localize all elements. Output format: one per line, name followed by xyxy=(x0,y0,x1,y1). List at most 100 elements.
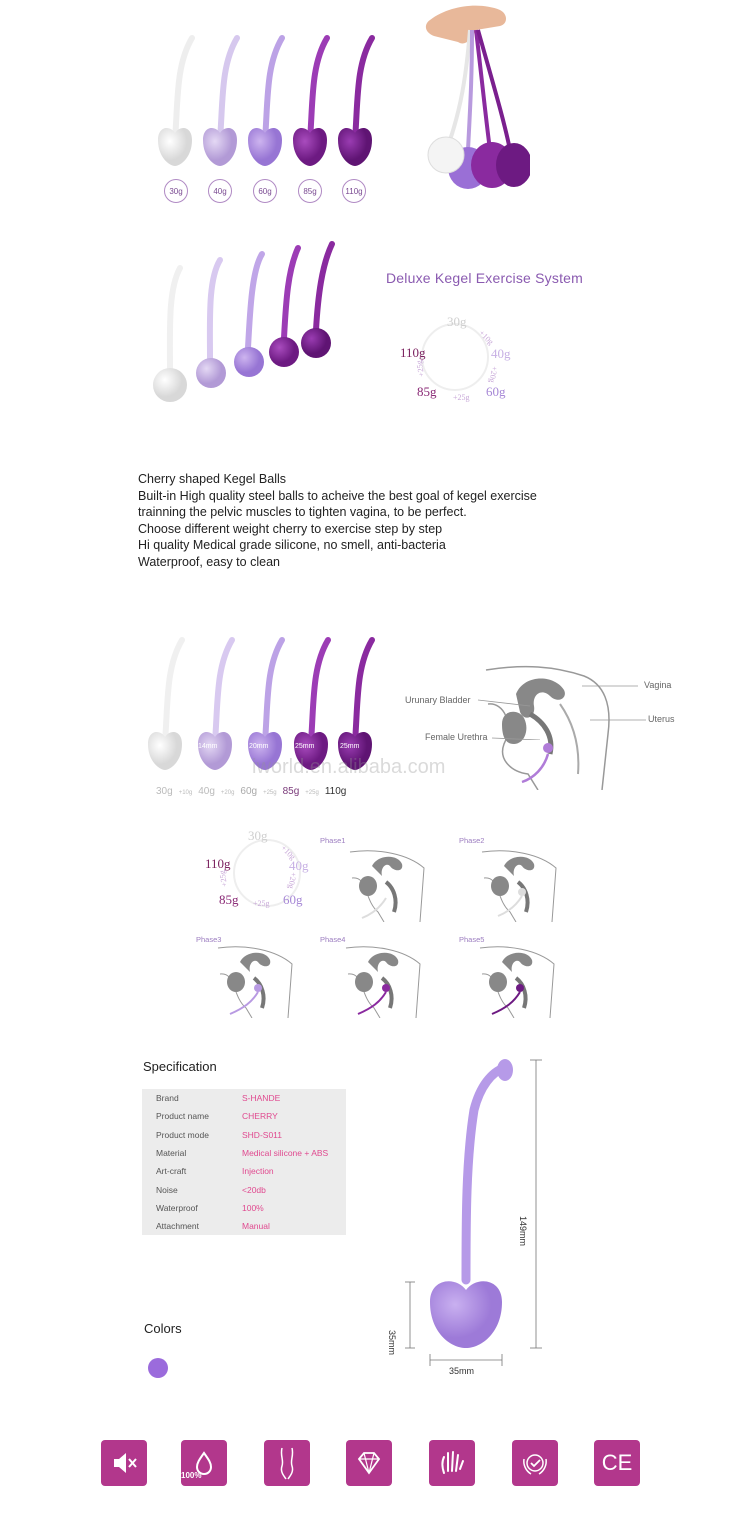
spec-value: Medical silicone + ABS xyxy=(242,1148,329,1159)
weight-row-item: 30g xyxy=(156,786,173,797)
spec-key: Noise xyxy=(156,1184,178,1195)
spec-value: 100% xyxy=(242,1202,264,1213)
weight-row: 30g +10g 40g +20g 60g +25g 85g +25g 110g xyxy=(156,786,346,797)
phase-label-3: Phase3 xyxy=(196,935,222,944)
cherry-110g xyxy=(338,35,375,166)
quality-badge xyxy=(512,1440,558,1486)
spec-value: Manual xyxy=(242,1221,270,1232)
weight-row-item: 60g xyxy=(240,786,258,797)
cherry-set-top xyxy=(158,35,375,166)
cycle-85g: 85g xyxy=(219,892,239,907)
phase-diagram-1 xyxy=(349,850,425,922)
color-swatch[interactable] xyxy=(148,1358,168,1378)
size-label: 25mm xyxy=(295,743,315,750)
cycle-step: +25g xyxy=(453,393,470,402)
deluxe-title: Deluxe Kegel Exercise System xyxy=(386,270,584,286)
weight-row-step: +25g xyxy=(305,790,319,796)
anatomy-leader-lines xyxy=(477,685,646,740)
weight-row-item: 40g xyxy=(198,786,215,797)
phase-diagram-2 xyxy=(481,850,557,922)
size-label: 25mm xyxy=(340,743,360,750)
spec-value: CHERRY xyxy=(242,1111,278,1122)
phase-label-2: Phase2 xyxy=(459,836,485,845)
description-line: Hi quality Medical grade silicone, no sm… xyxy=(138,538,446,552)
description-line: Built-in High quality steel balls to ach… xyxy=(138,488,537,503)
dimension-ball-width-label: 35mm xyxy=(449,1366,475,1376)
cherry-30g xyxy=(158,35,195,166)
weight-label-40g: 40g xyxy=(208,179,232,203)
cycle-ring xyxy=(421,323,489,391)
product-dimension-drawing xyxy=(405,1059,542,1366)
label-urinary-bladder: Urunary Bladder xyxy=(405,695,471,705)
weight-label-85g: 85g xyxy=(298,179,322,203)
spec-value: Injection xyxy=(242,1166,274,1177)
cherry-40g xyxy=(203,35,240,166)
cherry-set-angled xyxy=(153,241,335,402)
cycle-step: +25g xyxy=(253,899,270,908)
size-label: 14mm xyxy=(198,743,218,750)
cycle-85g: 85g xyxy=(417,384,437,399)
weight-row-step: +10g xyxy=(178,790,193,796)
hand-holding-cherries-photo xyxy=(425,5,530,189)
specification-title: Specification xyxy=(143,1059,217,1074)
description-line: trainning the pelvic muscles to tighten … xyxy=(138,505,467,519)
description-line: Waterproof, easy to clean xyxy=(138,554,280,569)
spec-row: Product name CHERRY xyxy=(142,1107,346,1125)
cycle-40g: 40g xyxy=(289,858,309,873)
premium-badge xyxy=(346,1440,392,1486)
cycle-step: +20g xyxy=(487,365,500,384)
anatomy-diagram xyxy=(485,665,610,790)
label-uterus: Uterus xyxy=(648,714,675,724)
label-female-urethra: Female Urethra xyxy=(425,732,488,742)
cycle-ring xyxy=(233,839,301,907)
mute-speaker-icon xyxy=(114,1453,137,1473)
hand-icon xyxy=(441,1451,464,1474)
ce-badge: CE xyxy=(594,1440,640,1486)
waterproof-percent: 100% xyxy=(181,1471,202,1480)
cycle-30g: 30g xyxy=(447,314,467,329)
description: Cherry shaped Kegel Balls Built-in High … xyxy=(138,471,608,570)
diamond-icon xyxy=(357,1452,381,1475)
spec-key: Art-craft xyxy=(156,1166,187,1177)
label-vagina: Vagina xyxy=(644,680,672,690)
spec-key: Product name xyxy=(156,1111,209,1122)
cycle-30g: 30g xyxy=(248,828,268,843)
spec-key: Attachment xyxy=(156,1221,199,1232)
weight-row-item: 110g xyxy=(324,786,347,797)
spec-key: Product mode xyxy=(156,1129,209,1140)
weight-label-110g: 110g xyxy=(342,179,366,203)
dimension-ball-height-label: 35mm xyxy=(387,1330,397,1356)
weight-row-step: +25g xyxy=(263,790,277,796)
phase-diagram-5 xyxy=(479,946,555,1018)
body-shape-badge xyxy=(264,1440,310,1486)
description-line: Choose different weight cherry to exerci… xyxy=(138,521,443,536)
phase-label-1: Phase1 xyxy=(320,836,346,845)
weight-row-item: 85g xyxy=(282,786,300,797)
water-drop-icon xyxy=(195,1451,213,1476)
cycle-40g: 40g xyxy=(491,346,511,361)
weight-row-step: +20g xyxy=(220,790,235,796)
spec-key: Brand xyxy=(156,1093,179,1104)
hand-care-badge xyxy=(429,1440,475,1486)
phase-diagram-4 xyxy=(345,946,421,1018)
spec-value: <20db xyxy=(242,1184,266,1195)
phase-label-5: Phase5 xyxy=(459,935,485,944)
phase-label-4: Phase4 xyxy=(320,935,346,944)
cycle-110g: 110g xyxy=(205,856,231,871)
cycle-step: +25g xyxy=(217,869,230,888)
cycle-60g: 60g xyxy=(486,384,506,399)
laurel-seal-icon xyxy=(523,1454,547,1475)
cherry-85g xyxy=(293,35,330,166)
weight-label-60g: 60g xyxy=(253,179,277,203)
cherry-60g xyxy=(248,35,285,166)
size-label: 20mm xyxy=(249,743,269,750)
waterproof-badge: 100% xyxy=(181,1440,227,1486)
spec-row: Waterproof 100% xyxy=(142,1199,346,1217)
watermark: iworld.en.alibaba.com xyxy=(252,756,446,778)
colors-title: Colors xyxy=(144,1321,182,1336)
spec-key: Waterproof xyxy=(156,1202,198,1213)
